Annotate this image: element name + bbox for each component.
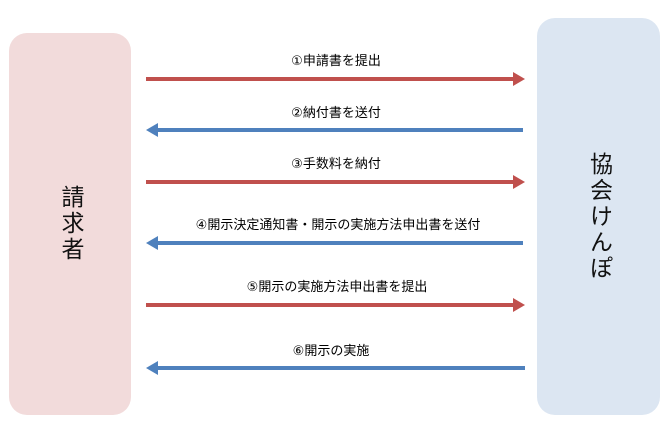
requester-label: 請求者 [57,185,83,263]
association-label: 協会けんぽ [585,151,612,282]
step-5-label: ⑤開示の実施方法申出書を提出 [246,280,428,295]
step-5-arrow-head [513,298,525,312]
step-2-label: ②納付書を送付 [291,106,381,121]
step-2-arrow-head [146,123,158,137]
step-1-arrow-head [513,72,525,86]
step-6-arrow-head [146,361,158,375]
step-4-arrow-head [146,236,158,250]
step-3-arrow-head [513,175,525,189]
association-box: 協会けんぽ [537,18,660,415]
step-4-label: ④開示決定通知書・開示の実施方法申出書を送付 [195,218,481,233]
step-1-label: ①申請書を提出 [291,54,381,69]
step-6-label: ⑥開示の実施 [292,344,370,359]
requester-box: 請求者 [9,33,131,415]
step-3-label: ③手数料を納付 [291,157,381,172]
